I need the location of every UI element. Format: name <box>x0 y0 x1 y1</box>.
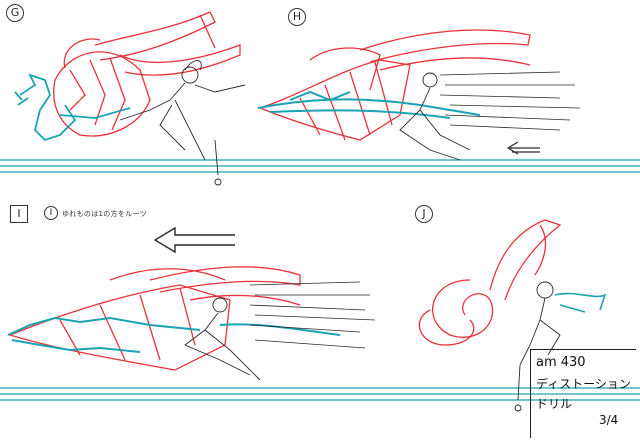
cut-stamp: am 430 ディストーション ドリル 3/4 <box>530 349 636 438</box>
panel-label-j: J <box>415 205 433 223</box>
title-line-1: ディストーション <box>536 377 631 391</box>
panel-note-text: ゆれものは1の方をルーツ <box>62 210 147 218</box>
panel-g-energy <box>14 73 131 142</box>
panel-h-speedlines <box>439 71 581 131</box>
panel-i-scarf <box>149 266 301 306</box>
panel-i-direction-arrow <box>153 226 235 254</box>
cut-number: am 430 <box>536 355 586 370</box>
panel-label-g: G <box>6 4 24 22</box>
panel-j-character <box>514 281 561 412</box>
panel-g-character <box>119 60 246 186</box>
panel-j-energy <box>554 292 607 313</box>
panel-h-energy <box>257 90 481 119</box>
ground-lines-bottom <box>0 387 640 401</box>
panel-i-character <box>184 297 261 381</box>
panel-g-drill-mouth <box>53 38 151 137</box>
panel-g-scarf <box>94 11 241 76</box>
panel-i-speedlines <box>249 281 376 349</box>
panel-h-direction-arrow <box>506 141 540 155</box>
ground-lines-top <box>0 159 640 173</box>
title-line-2: ドリル <box>536 397 573 411</box>
panel-h-drill <box>258 47 411 141</box>
panel-h-scarf <box>359 29 531 71</box>
panel-label-h: H <box>288 8 306 26</box>
page-number: 3/4 <box>599 413 619 427</box>
panel-h-character <box>399 72 471 161</box>
panel-note-label-i: I <box>44 206 58 220</box>
panel-j-scarf <box>418 219 562 346</box>
panel-label-i: I <box>10 205 28 223</box>
